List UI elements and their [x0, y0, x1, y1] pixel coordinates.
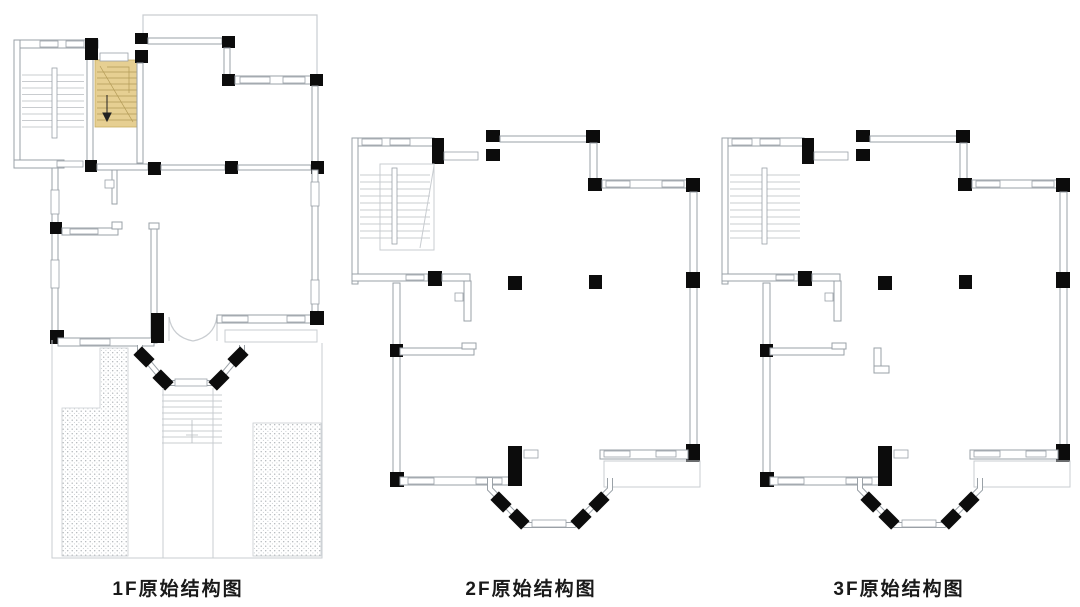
stair-down-arrow-icon [102, 95, 112, 123]
balcony-outline [224, 329, 318, 343]
plan-label-1f: 1F原始结构图 [112, 579, 244, 600]
wall-stub [873, 347, 890, 374]
garden-hatch-left [61, 347, 129, 557]
interior-walls [50, 160, 324, 347]
floorplan-3f [720, 128, 1080, 548]
highlighted-stair [94, 59, 141, 128]
plan-label-2f: 2F原始结构图 [465, 579, 597, 600]
garden-areas [51, 340, 323, 559]
eave-outline [142, 14, 318, 74]
garden-hatch-right [252, 422, 322, 557]
entrance-bay [133, 311, 324, 391]
walkway [162, 388, 214, 558]
void-marker [379, 163, 435, 251]
plan-label-3f: 3F原始结构图 [833, 579, 965, 600]
double-door [168, 316, 218, 342]
garden-boundary [51, 340, 323, 559]
floorplan-2f [350, 128, 712, 548]
floorplan-1f [13, 14, 324, 559]
entry-steps [162, 388, 222, 558]
perimeter-walls [85, 33, 323, 167]
